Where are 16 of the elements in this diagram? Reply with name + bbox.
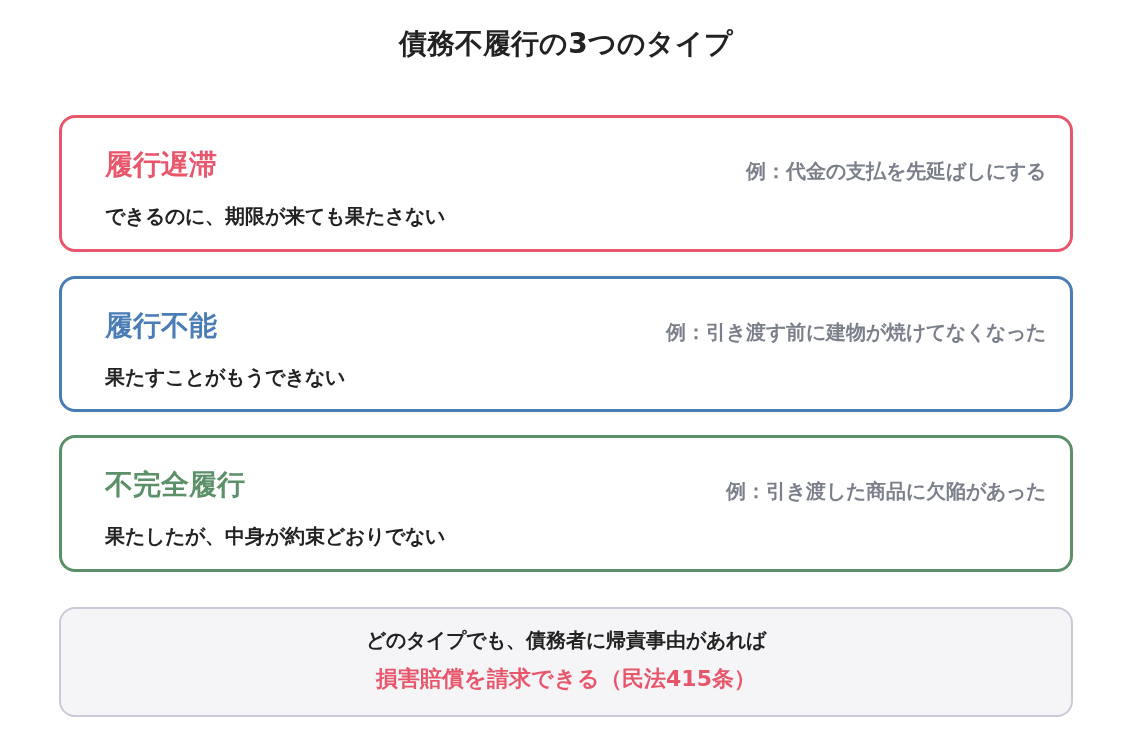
note-text: どのタイプでも、債務者に帰責事由があれば (366, 627, 766, 653)
type-heading: 履行不能 (105, 309, 217, 343)
title: 債務不履行の3つのタイプ (399, 26, 733, 62)
description-text: できるのに、期限が来ても果たさない (105, 204, 445, 228)
description-text: 果たすことがもうできない (105, 365, 345, 389)
type-box (59, 276, 1073, 412)
example-text: 例：引き渡す前に建物が焼けてなくなった (666, 320, 1046, 344)
type-heading: 不完全履行 (105, 468, 245, 502)
type-box (59, 435, 1073, 572)
example-text: 例：代金の支払を先延ばしにする (746, 159, 1046, 183)
example-text: 例：引き渡した商品に欠陥があった (726, 479, 1046, 503)
conclusion-text: 損害賠償を請求できる（民法415条） (376, 665, 756, 693)
note-box (59, 607, 1073, 717)
type-box (59, 115, 1073, 252)
description-text: 果たしたが、中身が約束どおりでない (105, 524, 445, 548)
type-heading: 履行遅滞 (105, 148, 217, 182)
